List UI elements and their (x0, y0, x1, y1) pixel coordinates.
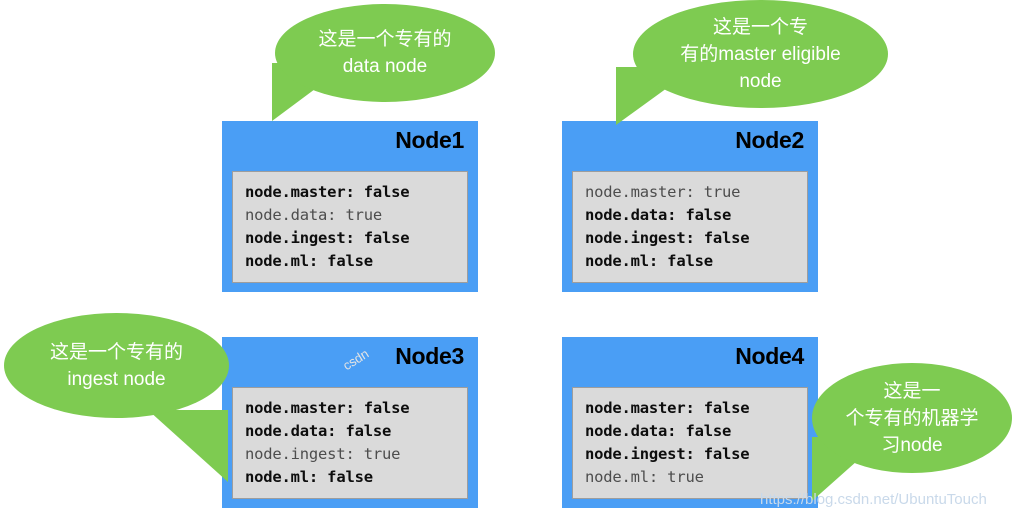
node-title-node4: Node4 (735, 343, 804, 369)
node1-prop-ml: node.ml: false (245, 252, 373, 270)
node-card-node3[interactable]: Node3 node.master: false node.data: fals… (222, 337, 478, 508)
bubble-ingest: 这是一个专有的 ingest node (4, 313, 229, 418)
node-title-node1: Node1 (395, 127, 464, 153)
node-card-node4[interactable]: Node4 node.master: false node.data: fals… (562, 337, 818, 508)
bubble-ml: 这是一 个专有的机器学 习node (812, 363, 1012, 473)
bubble-ingest-tail (148, 410, 228, 482)
watermark-url: https://blog.csdn.net/UbuntuTouch (760, 491, 987, 508)
node4-prop-ingest: node.ingest: false (585, 445, 750, 463)
node-panel-node4: node.master: false node.data: false node… (572, 387, 808, 499)
bubble-master: 这是一个专 有的master eligible node (633, 0, 888, 108)
node-card-node2[interactable]: Node2 node.master: true node.data: false… (562, 121, 818, 292)
node3-prop-ml: node.ml: false (245, 468, 373, 486)
node1-prop-ingest: node.ingest: false (245, 229, 410, 247)
bubble-master-text: 这是一个专 有的master eligible node (680, 16, 841, 92)
node-card-node1[interactable]: Node1 node.master: false node.data: true… (222, 121, 478, 292)
bubble-data-text: 这是一个专有的 data node (318, 29, 452, 77)
node2-prop-ingest: node.ingest: false (585, 229, 750, 247)
node2-prop-master: node.master: true (585, 183, 741, 201)
node4-prop-data: node.data: false (585, 422, 732, 440)
node-title-node3: Node3 (395, 343, 464, 369)
node1-prop-master: node.master: false (245, 183, 410, 201)
node-panel-node2: node.master: true node.data: false node.… (572, 171, 808, 283)
node-panel-node1: node.master: false node.data: true node.… (232, 171, 468, 283)
node1-prop-data: node.data: true (245, 206, 382, 224)
node-title-node2: Node2 (735, 127, 804, 153)
node-panel-node3: node.master: false node.data: false node… (232, 387, 468, 499)
node2-prop-data: node.data: false (585, 206, 732, 224)
node3-prop-master: node.master: false (245, 399, 410, 417)
node2-prop-ml: node.ml: false (585, 252, 713, 270)
node3-prop-ingest: node.ingest: true (245, 445, 401, 463)
bubble-ingest-text: 这是一个专有的 ingest node (49, 341, 183, 390)
node4-prop-ml: node.ml: true (585, 468, 704, 486)
bubble-data: 这是一个专有的 data node (275, 4, 495, 102)
node4-prop-master: node.master: false (585, 399, 750, 417)
bubble-ml-text: 这是一 个专有的机器学 习node (845, 380, 979, 456)
node3-prop-data: node.data: false (245, 422, 392, 440)
